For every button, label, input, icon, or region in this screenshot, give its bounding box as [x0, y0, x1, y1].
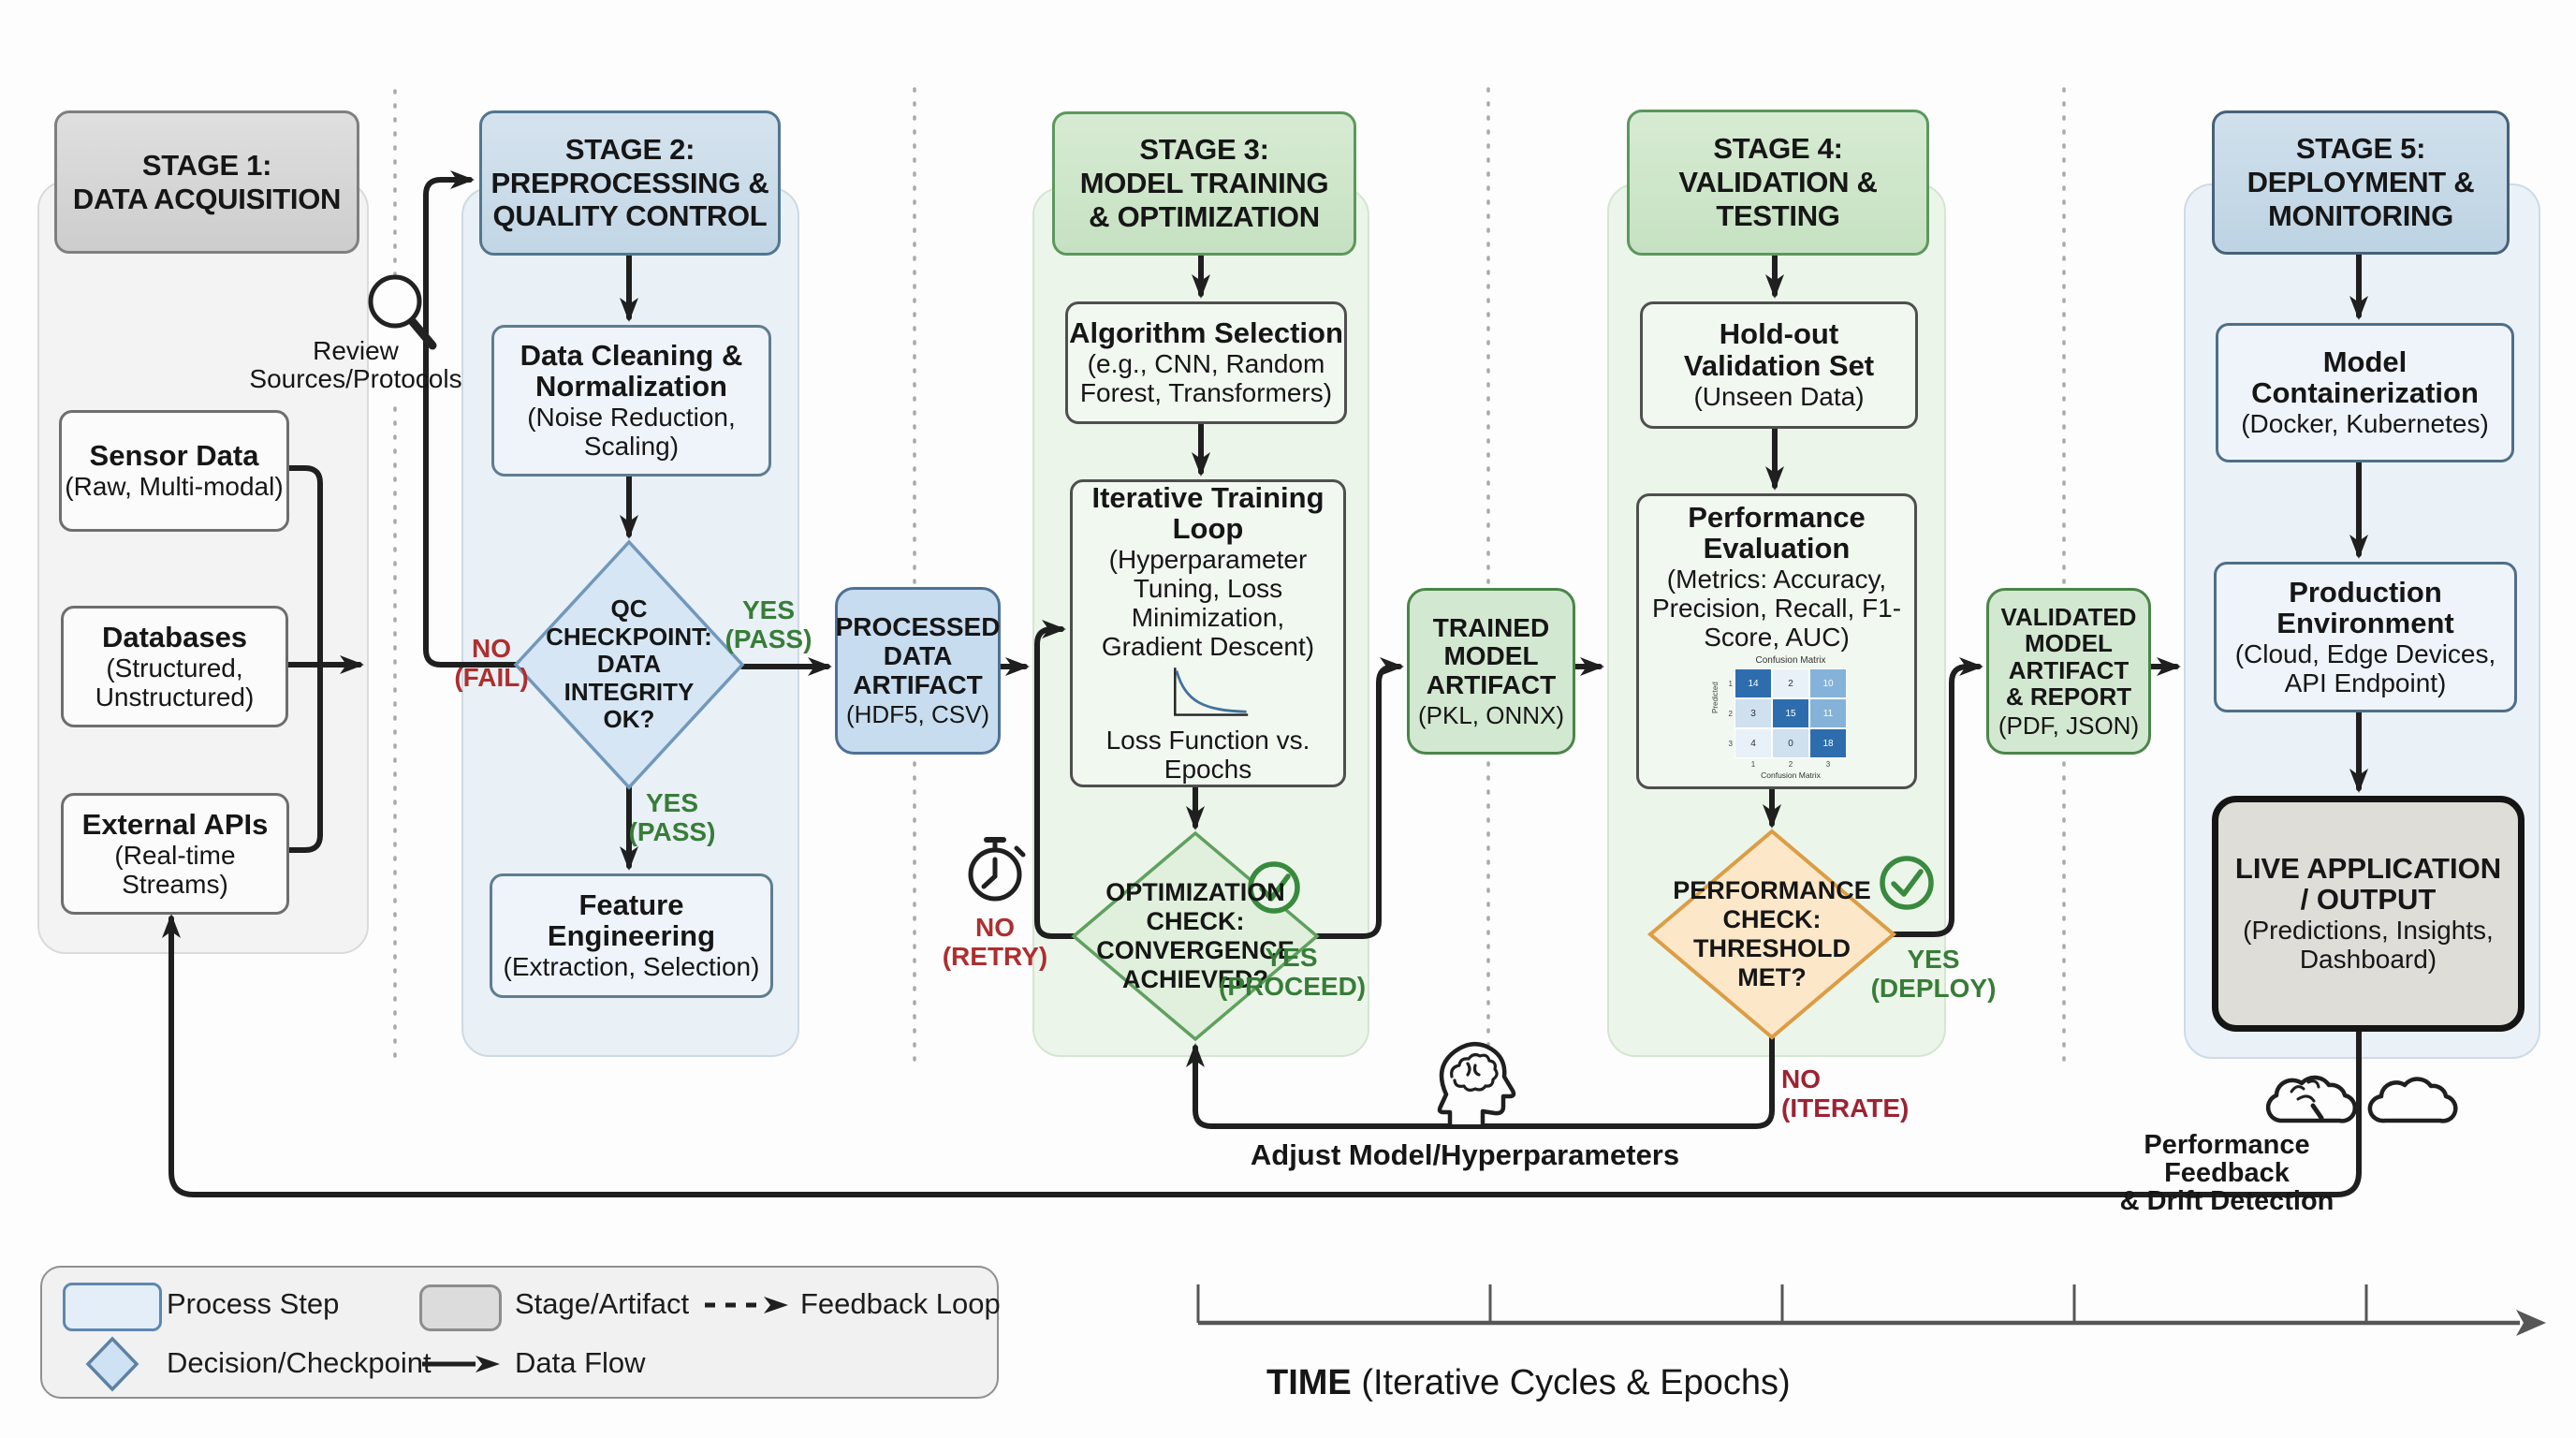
stopwatch-icon — [968, 837, 1026, 902]
legend-decision-swatch — [85, 1336, 139, 1392]
timeline-arrowhead — [2516, 1310, 2546, 1336]
review-sources-label: Review Sources/Protocols — [249, 336, 462, 393]
sensor-data-box: Sensor Data(Raw, Multi-modal) — [59, 410, 289, 532]
opt-no-retry-label: NO (RETRY) — [942, 913, 1048, 971]
legend-feedback-arrow — [705, 1297, 788, 1313]
legend-dataflow-arrow — [422, 1356, 500, 1372]
qc-no-fail-label: NO (FAIL) — [454, 634, 529, 692]
legend-decision-label: Decision/Checkpoint — [167, 1346, 432, 1379]
data-cleaning-box: Data Cleaning & Normalization(Noise Redu… — [491, 325, 771, 477]
qc-diamond-label: QC CHECKPOINT: DATA INTEGRITY OK? — [546, 594, 712, 734]
performance-evaluation-box: Performance Evaluation(Metrics: Accuracy… — [1636, 493, 1917, 789]
drift-cloud-icon — [2265, 1075, 2358, 1123]
stage2-header: STAGE 2: PREPROCESSING & QUALITY CONTROL — [479, 110, 781, 256]
legend-process-swatch — [63, 1283, 162, 1331]
validated-model-artifact: VALIDATED MODEL ARTIFACT & REPORT(PDF, J… — [1986, 588, 2151, 755]
drift-feedback-arrow — [162, 914, 2362, 1197]
cloud-icon — [2367, 1077, 2458, 1123]
processed-data-artifact: PROCESSED DATA ARTIFACT(HDF5, CSV) — [835, 587, 1001, 755]
check-circle-icon-stage3 — [1248, 861, 1300, 914]
trained-model-artifact: TRAINED MODEL ARTIFACT(PKL, ONNX) — [1407, 588, 1575, 755]
live-application-box: LIVE APPLICATION / OUTPUT(Predictions, I… — [2212, 796, 2525, 1032]
qc-fail-feedback-arrow — [423, 170, 519, 668]
qc-diamond — [513, 539, 745, 790]
legend-box — [40, 1266, 999, 1399]
stage4-header: STAGE 4: VALIDATION & TESTING — [1627, 110, 1929, 256]
external-apis-box: External APIs(Real-time Streams) — [61, 793, 289, 915]
deploy-to-validated-arrow — [1891, 657, 1983, 937]
time-axis-label: TIME (Iterative Cycles & Epochs) — [1266, 1363, 1791, 1402]
legend-stage-label: Stage/Artifact — [515, 1287, 690, 1320]
opt-yes-proceed-label: YES (PROCEED) — [1219, 943, 1367, 1001]
production-environment-box: Production Environment(Cloud, Edge Devic… — [2214, 562, 2517, 712]
retry-feedback-arrow — [1034, 620, 1076, 939]
brain-head-icon — [1437, 1042, 1516, 1127]
magnifier-icon — [368, 274, 437, 350]
stage1-merge-bracket — [283, 465, 323, 853]
loss-curve-chart — [1173, 667, 1248, 716]
perf-no-iterate-label: NO (ITERATE) — [1781, 1064, 1910, 1123]
optimization-diamond-label: OPTIMIZATION CHECK: CONVERGENCE ACHIEVED… — [1096, 878, 1295, 993]
performance-diamond — [1647, 829, 1897, 1040]
legend-stage-swatch — [419, 1284, 502, 1331]
timeline-axis — [1196, 1284, 2520, 1326]
performance-diamond-label: PERFORMANCE CHECK: THRESHOLD MET? — [1673, 876, 1871, 991]
adjust-model-label: Adjust Model/Hyperparameters — [1250, 1138, 1680, 1171]
databases-box: Databases(Structured, Unstructured) — [61, 606, 288, 727]
legend-feedback-label: Feedback Loop — [800, 1287, 1001, 1320]
containerization-box: Model Containerization(Docker, Kubernete… — [2216, 323, 2514, 462]
perf-yes-deploy-label: YES (DEPLOY) — [1870, 945, 1997, 1003]
qc-yes-pass-right-label: YES (PASS) — [724, 595, 812, 653]
drift-feedback-label: Performance Feedback & Drift Detection — [2119, 1130, 2334, 1216]
stage1-header: STAGE 1: DATA ACQUISITION — [54, 110, 359, 254]
qc-yes-pass-down-label: YES (PASS) — [628, 788, 716, 846]
holdout-validation-box: Hold-out Validation Set(Unseen Data) — [1640, 301, 1918, 429]
legend-dataflow-label: Data Flow — [515, 1346, 646, 1379]
proceed-to-trained-arrow — [1314, 657, 1404, 939]
stage3-header: STAGE 3: MODEL TRAINING & OPTIMIZATION — [1052, 111, 1356, 256]
check-circle-icon-stage4 — [1880, 856, 1934, 910]
legend-process-label: Process Step — [167, 1287, 340, 1320]
training-loop-box: Iterative Training Loop(Hyperparameter T… — [1070, 479, 1346, 787]
stage5-header: STAGE 5: DEPLOYMENT & MONITORING — [2212, 110, 2510, 255]
feature-engineering-box: Feature Engineering(Extraction, Selectio… — [490, 873, 773, 998]
algorithm-selection-box: Algorithm Selection(e.g., CNN, Random Fo… — [1065, 301, 1347, 424]
